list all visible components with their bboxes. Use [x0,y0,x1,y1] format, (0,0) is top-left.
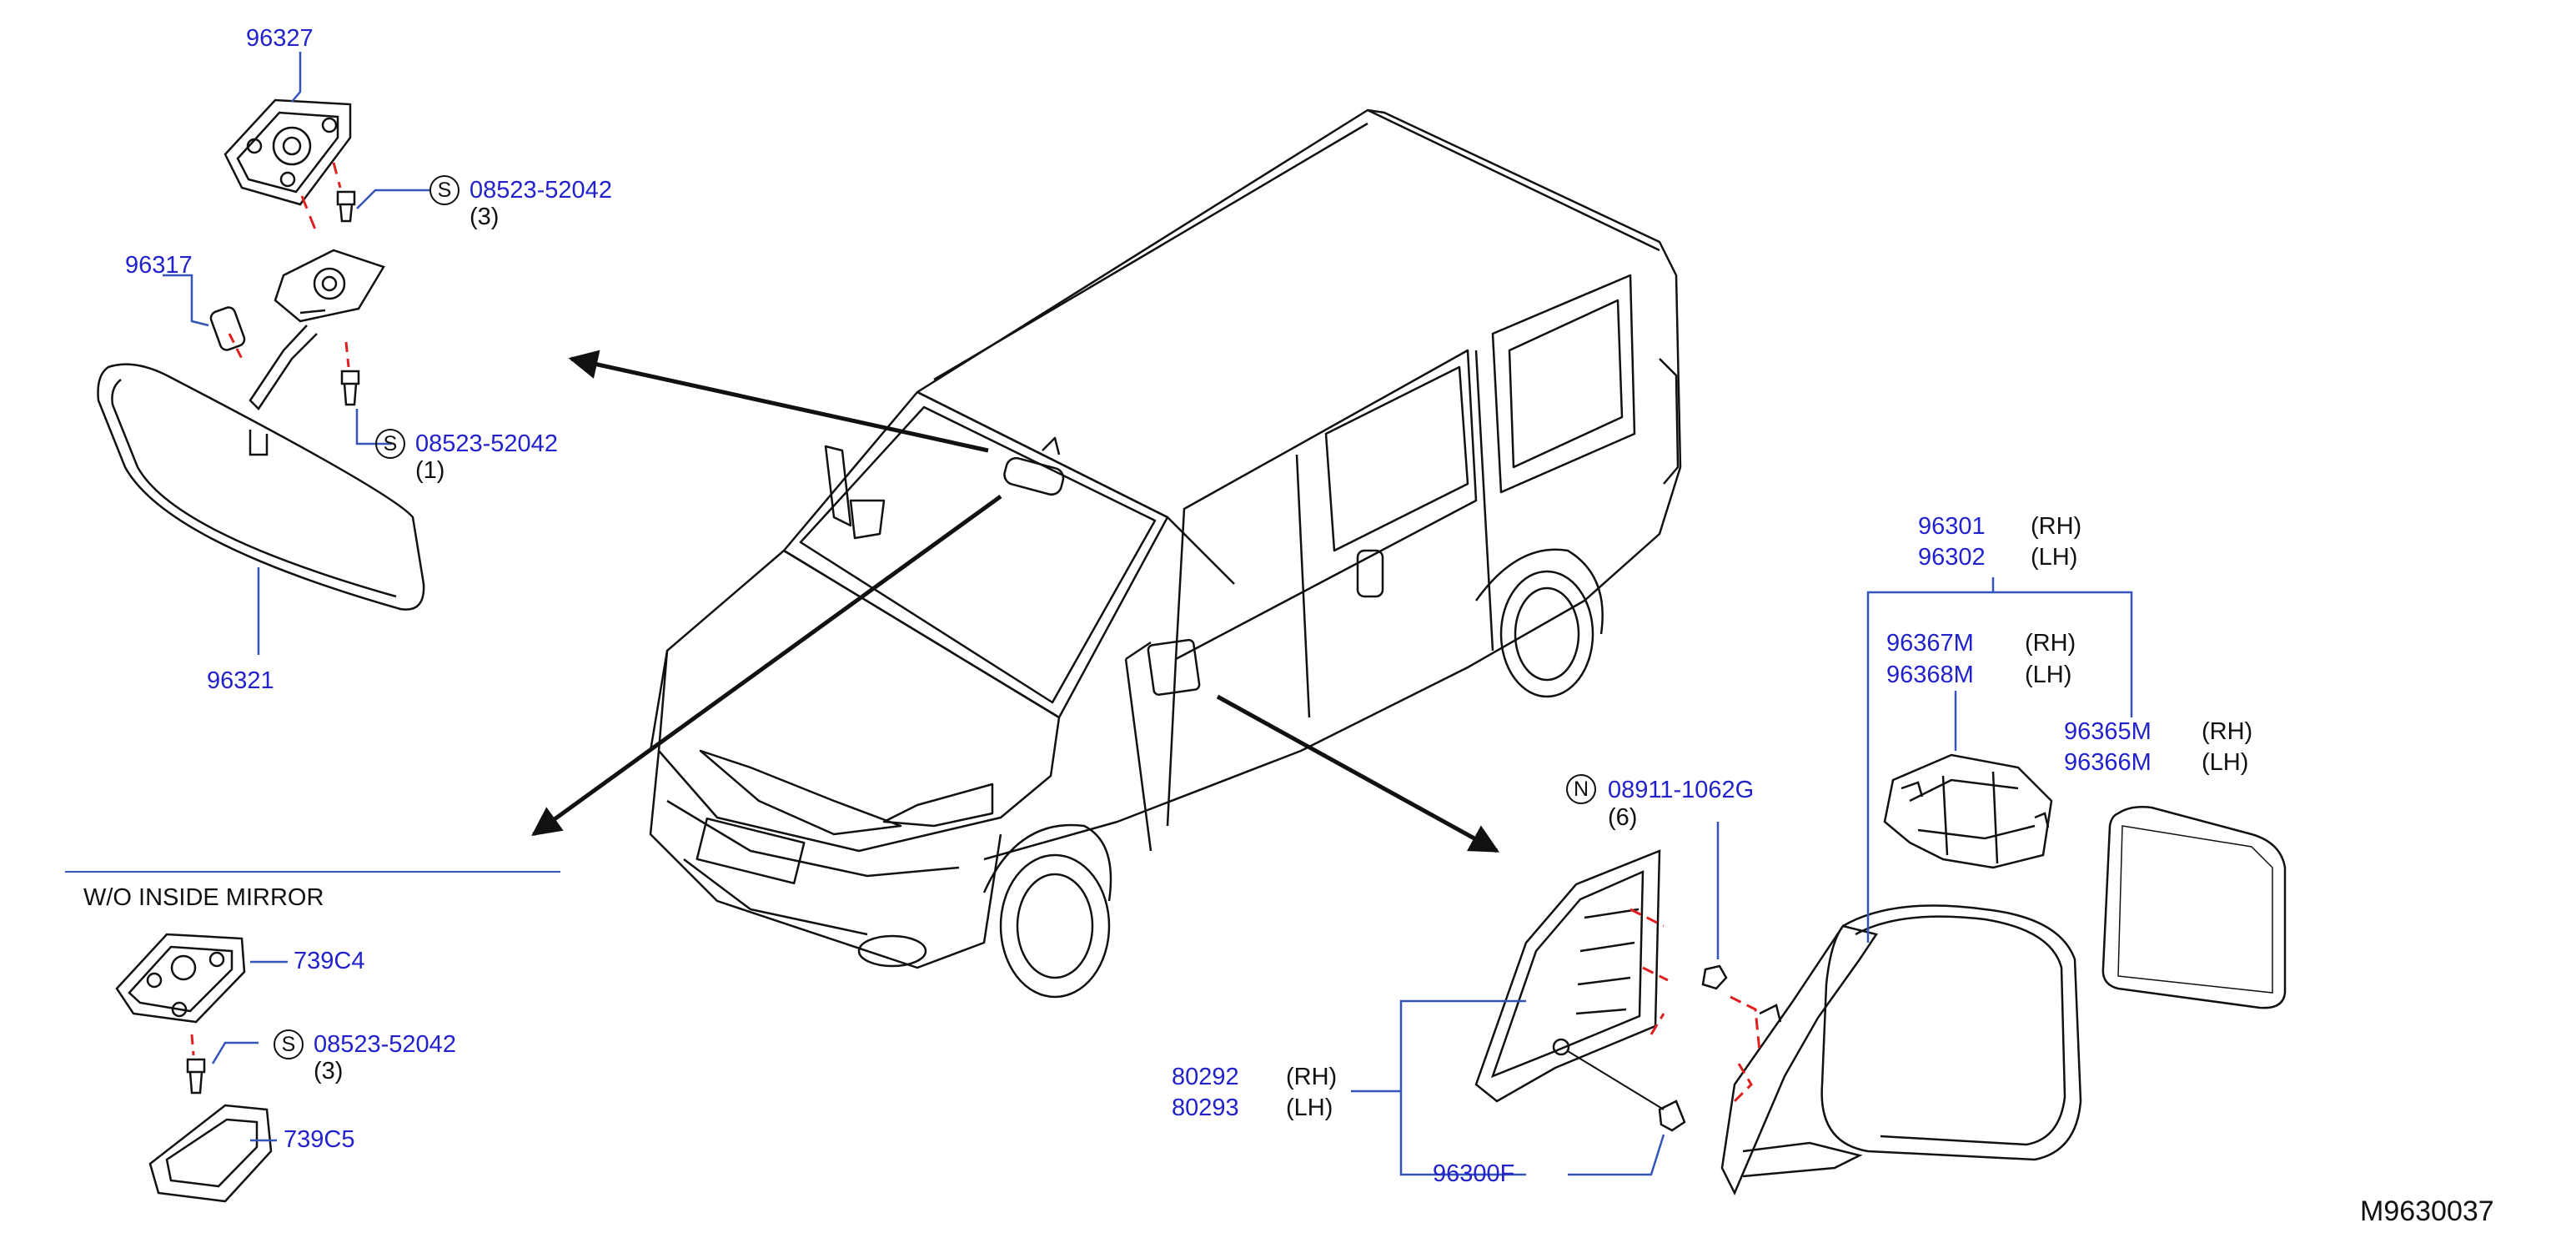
nut-symbol-n: N [1566,774,1596,804]
part-96301-label: 96301 [1918,513,1986,540]
screw-symbol-s: S [274,1029,304,1059]
screw-qty-label: (3) [314,1058,344,1085]
part-96368m-label: 96368M [1886,662,1974,688]
part-96366m-label: 96366M [2064,749,2152,776]
screw-part-label: 08523-52042 [314,1031,456,1058]
nut-qty-label: (6) [1608,804,1638,831]
part-96365m-label: 96365M [2064,718,2152,745]
rh-label: (RH) [1286,1064,1338,1090]
pointer-arrows [531,350,1500,853]
screw-symbol-s: S [429,175,459,205]
screw-symbol-s: S [375,429,405,459]
part-96302-label: 96302 [1918,544,1986,571]
door-mirror-leaders [1351,577,2133,1176]
part-80292-label: 80292 [1172,1064,1239,1090]
door-mirror-parts [1474,753,2287,1195]
screw-part-label: 08523-52042 [415,430,558,457]
without-mirror-parts [115,933,273,1203]
part-739c5-label: 739C5 [284,1126,355,1153]
rh-label: (RH) [2202,718,2253,745]
screw-part-label: 08523-52042 [470,177,612,204]
part-96367m-label: 96367M [1886,630,1974,657]
figure-reference: M9630037 [2360,1195,2494,1227]
part-96317-label: 96317 [125,252,193,279]
screw-qty-label: (3) [470,204,500,230]
lh-label: (LH) [1286,1095,1333,1121]
van-illustration [649,108,1682,999]
lh-label: (LH) [2202,749,2249,776]
part-96327-label: 96327 [246,25,314,52]
part-96321-label: 96321 [207,667,274,694]
inside-mirror-parts [97,98,425,611]
rh-label: (RH) [2025,630,2076,657]
nut-part-label: 08911-1062G [1608,777,1755,803]
part-96300f-label: 96300F [1433,1160,1515,1187]
screw-qty-label: (1) [415,457,445,484]
lh-label: (LH) [2031,544,2078,571]
part-80293-label: 80293 [1172,1095,1239,1121]
part-739c4-label: 739C4 [294,948,365,974]
rh-label: (RH) [2031,513,2082,540]
without-mirror-leaders [211,960,288,1142]
lh-label: (LH) [2025,662,2072,688]
section-heading: W/O INSIDE MIRROR [83,884,324,911]
